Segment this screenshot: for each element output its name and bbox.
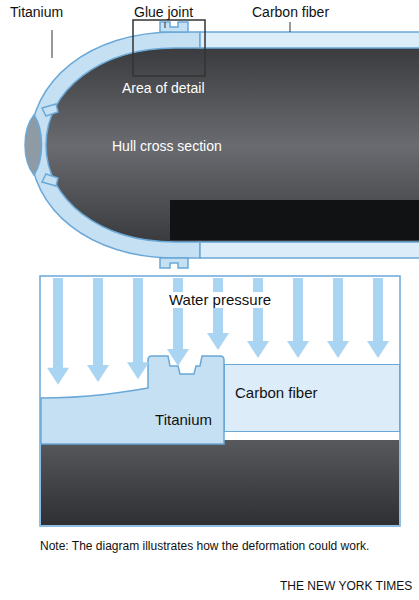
pressure-arrow [53,278,63,369]
pressure-arrow [93,278,103,366]
part-name: Titanium [10,4,63,20]
pressure-arrow [207,333,229,350]
carbon-fiber-part: Carbon fiber [224,364,400,432]
pressure-arrow [133,278,143,363]
part-label: Carbon fiber [235,384,318,401]
pressure-arrow [87,365,109,382]
part-label: Titanium [155,411,212,428]
pressure-arrow [127,362,149,379]
pressure-arrow [173,278,183,350]
force-label: Water pressure [166,292,274,308]
view-label: Hull cross section [112,138,222,154]
part-name: Carbon fiber [252,4,329,20]
pressure-arrow [247,341,269,358]
credit: THE NEW YORK TIMES [280,578,412,594]
detail-label: Area of detail [122,80,205,96]
pressure-arrow [293,278,303,342]
pressure-arrow [367,341,389,358]
pressure-arrow [327,341,349,358]
pressure-arrow [333,278,343,342]
pressure-arrow [287,341,309,358]
pressure-arrow [373,278,383,342]
pressure-arrow [47,368,69,385]
titanium-part: Titanium [90,398,224,440]
part-name: Glue joint [134,4,193,20]
pressure-arrow [253,278,263,342]
caption-note: Note: The diagram illustrates how the de… [40,538,410,554]
pressure-arrow [167,349,189,366]
